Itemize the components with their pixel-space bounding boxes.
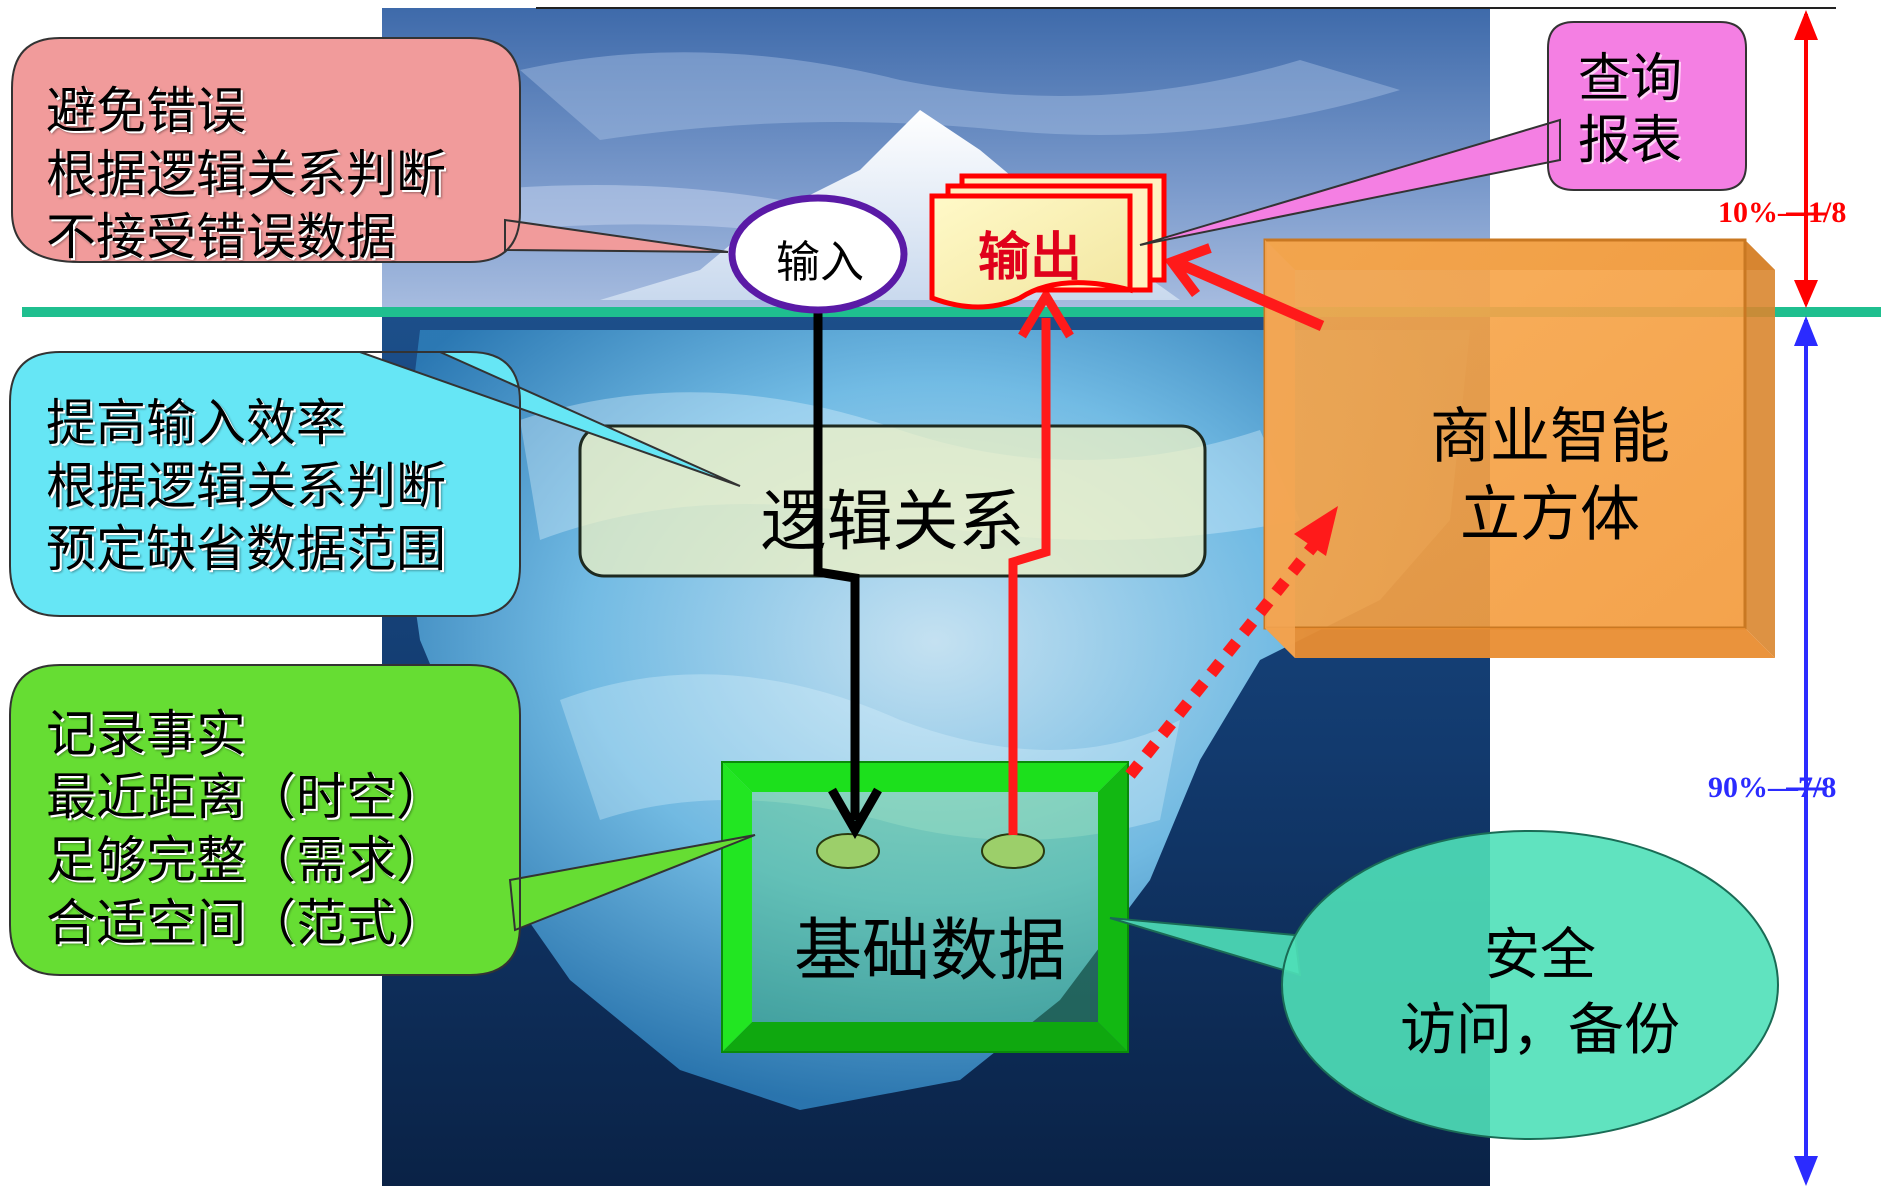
- scale-below: [1786, 316, 1826, 1186]
- db-port-right: [981, 833, 1045, 869]
- query-report-label: 查询 报表: [1578, 49, 1683, 171]
- logic-label: 逻辑关系: [760, 483, 1025, 560]
- callout-errors: [11, 37, 729, 263]
- input-label: 输入: [776, 237, 864, 288]
- callout-efficiency: [9, 351, 741, 617]
- input-node: [728, 194, 908, 314]
- scale-above: [1786, 10, 1826, 308]
- data-to-output-arrow: [1008, 318, 1051, 835]
- security-label: 安全 访问，备份: [1400, 923, 1680, 1063]
- callout-facts: [9, 664, 756, 976]
- bi-cube: [1263, 238, 1775, 658]
- callout-facts-text: 记录事实 最近距离（时空） 足够完整（需求） 合适空间（范式）: [46, 705, 446, 952]
- dotted-arrow-head: [1294, 506, 1338, 556]
- scale-above-label: 10%—1/8: [1718, 196, 1847, 229]
- callout-efficiency-text: 提高输入效率 根据逻辑关系判断 预定缺省数据范围: [46, 394, 446, 578]
- bi-cube-label: 商业智能 立方体: [1430, 402, 1670, 550]
- callout-query: [1139, 21, 1747, 246]
- output-label: 输出: [977, 228, 1082, 288]
- security-ellipse: [1281, 830, 1779, 1140]
- callout-errors-text: 避免错误 根据逻辑关系判断 不接受错误数据: [46, 82, 446, 266]
- cube-arrow-head: [1163, 243, 1212, 297]
- basic-data-label: 基础数据: [793, 912, 1066, 991]
- output-report: [929, 173, 1167, 310]
- output-arrow-head: [1018, 287, 1074, 339]
- db-port-left: [816, 833, 880, 869]
- input-to-data-arrow: [813, 306, 860, 820]
- cube-to-output-arrow: [1177, 258, 1325, 332]
- input-arrow-head: [828, 787, 882, 840]
- scale-below-label: 90%—7/8: [1708, 771, 1837, 804]
- basic-data-box: [721, 761, 1129, 1053]
